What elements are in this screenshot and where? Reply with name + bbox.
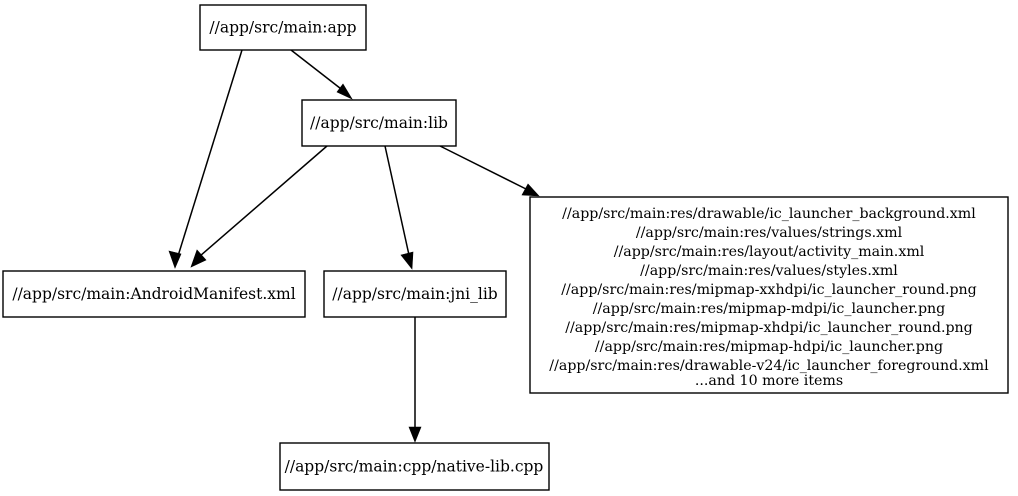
node-res[interactable]: //app/src/main:res/drawable/ic_launcher_… <box>529 196 1009 394</box>
edge-lib-to-jni_lib <box>384 145 414 270</box>
arrowhead-icon <box>168 250 182 269</box>
edge-layer <box>168 49 540 443</box>
node-native-lib-cpp-box[interactable] <box>279 442 550 491</box>
edge-line <box>177 49 243 257</box>
node-res-line-0: //app/src/main:res/drawable/ic_launcher_… <box>562 206 976 222</box>
arrowhead-icon <box>400 251 414 270</box>
node-app-label: //app/src/main:app <box>209 19 356 37</box>
node-res-line-5: //app/src/main:res/mipmap-mdpi/ic_launch… <box>593 301 946 317</box>
node-jni-lib-box[interactable] <box>323 270 507 318</box>
edge-line <box>439 145 527 190</box>
node-lib-box[interactable] <box>301 99 457 147</box>
arrowhead-icon <box>408 426 422 443</box>
node-layer: //app/src/main:app //app/src/main:lib //… <box>2 4 1009 491</box>
node-lib-label: //app/src/main:lib <box>310 114 448 132</box>
edge-app-to-lib <box>290 49 353 100</box>
node-androidmanifest-box[interactable] <box>2 270 306 318</box>
node-res-line-6: //app/src/main:res/mipmap-xhdpi/ic_launc… <box>565 320 973 336</box>
node-native-lib-cpp-label: //app/src/main:cpp/native-lib.cpp <box>285 458 544 476</box>
edge-app-to-manifest <box>168 49 243 269</box>
edge-line <box>199 145 328 257</box>
node-res-line-1: //app/src/main:res/values/strings.xml <box>636 225 903 241</box>
node-app-box[interactable] <box>199 4 367 51</box>
node-res-line-8: //app/src/main:res/drawable-v24/ic_launc… <box>549 358 989 374</box>
node-res-line-2: //app/src/main:res/layout/activity_main.… <box>614 244 925 260</box>
node-res-line-3: //app/src/main:res/values/styles.xml <box>640 263 898 279</box>
arrowhead-icon <box>190 249 207 268</box>
edge-jni_lib-to-native_lib <box>408 317 422 443</box>
node-res-line-4: //app/src/main:res/mipmap-xxhdpi/ic_laun… <box>561 282 977 298</box>
node-native-lib-cpp[interactable]: //app/src/main:cpp/native-lib.cpp <box>279 442 550 491</box>
node-app[interactable]: //app/src/main:app <box>199 4 367 51</box>
node-res-line-9: ...and 10 more items <box>695 373 843 389</box>
node-lib[interactable]: //app/src/main:lib <box>301 99 457 147</box>
node-androidmanifest-label: //app/src/main:AndroidManifest.xml <box>12 285 295 303</box>
edge-line <box>384 145 410 256</box>
edge-line <box>290 49 346 93</box>
node-res-box[interactable] <box>529 196 1009 394</box>
arrowhead-icon <box>336 83 353 100</box>
node-androidmanifest[interactable]: //app/src/main:AndroidManifest.xml <box>2 270 306 318</box>
node-jni-lib-label: //app/src/main:jni_lib <box>332 285 498 303</box>
node-jni-lib[interactable]: //app/src/main:jni_lib <box>323 270 507 318</box>
node-res-line-7: //app/src/main:res/mipmap-hdpi/ic_launch… <box>595 339 943 355</box>
edge-lib-to-manifest <box>190 145 328 268</box>
edge-lib-to-res <box>439 145 540 197</box>
arrowhead-icon <box>521 183 540 197</box>
